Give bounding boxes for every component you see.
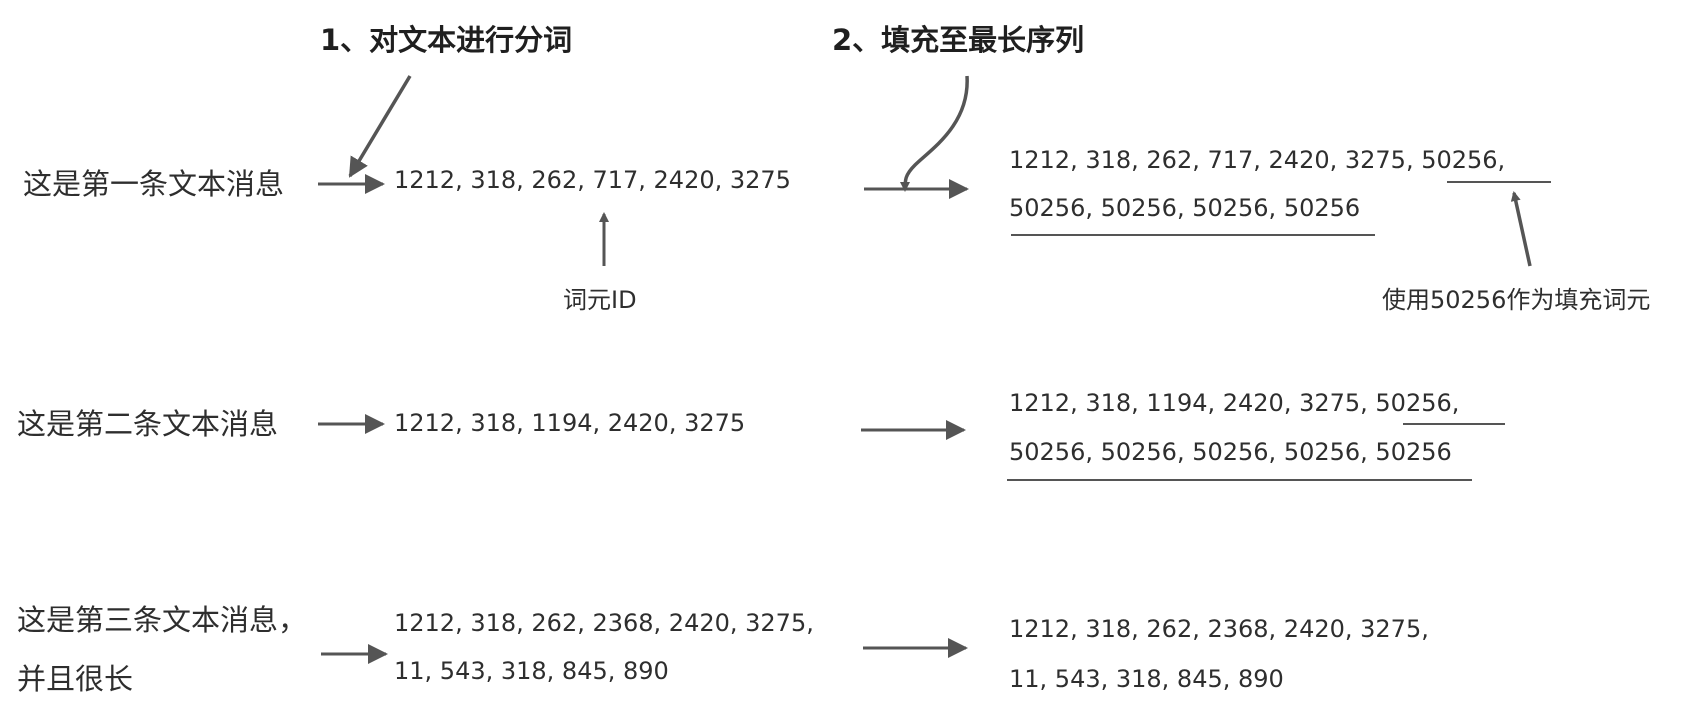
row3-message-line-2: 并且很长 [17, 662, 134, 696]
step2-pointer-arrow [900, 75, 969, 192]
row1-token-ids: 1212, 318, 262, 717, 2420, 3275 [394, 166, 791, 194]
row1-padded-line-2: 50256, 50256, 50256, 50256 [1009, 194, 1361, 222]
row3-message-line-1: 这是第三条文本消息， [17, 603, 308, 637]
row3-token-line-2: 11, 543, 318, 845, 890 [394, 657, 669, 685]
token-id-label: 词元ID [563, 286, 637, 314]
row1-padded-line-1: 1212, 318, 262, 717, 2420, 3275, 50256, [1009, 146, 1506, 174]
step1-pointer-arrow [348, 75, 412, 178]
step-tokenize-heading: 1、对文本进行分词 [320, 23, 573, 57]
step-pad-heading: 2、填充至最长序列 [832, 23, 1085, 57]
padding-token-arrow [1510, 191, 1532, 267]
row2-padded-line-2: 50256, 50256, 50256, 50256, 50256 [1009, 438, 1452, 466]
row2-padded-line-1: 1212, 318, 1194, 2420, 3275, 50256, [1009, 389, 1460, 417]
row3-padded-line-1: 1212, 318, 262, 2368, 2420, 3275, [1009, 615, 1429, 643]
row3-padded-line-2: 11, 543, 318, 845, 890 [1009, 665, 1284, 693]
row3-token-line-1: 1212, 318, 262, 2368, 2420, 3275, [394, 609, 814, 637]
row2-token-ids: 1212, 318, 1194, 2420, 3275 [394, 409, 746, 437]
padding-token-label: 使用50256作为填充词元 [1382, 286, 1651, 314]
row1-message: 这是第一条文本消息 [23, 167, 285, 201]
row2-message: 这是第二条文本消息 [17, 407, 279, 441]
